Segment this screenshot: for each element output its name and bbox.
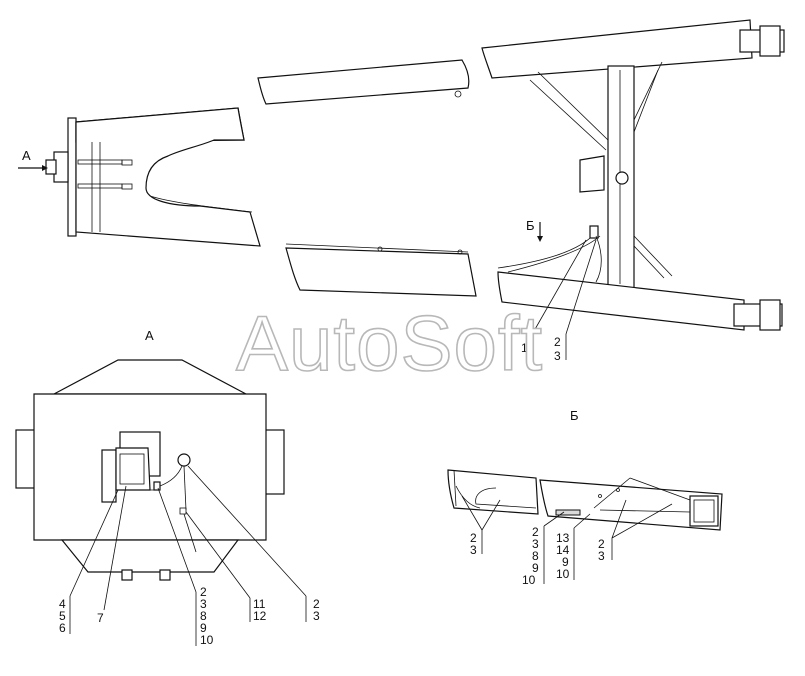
svg-text:12: 12 <box>253 609 267 623</box>
svg-text:2: 2 <box>598 537 605 551</box>
frame-main-view: А Б 1 2 3 <box>18 19 785 363</box>
svg-text:9: 9 <box>562 555 569 569</box>
view-b-title: Б <box>570 408 579 423</box>
upper-rail-right <box>481 19 753 79</box>
front-bracket <box>45 107 261 247</box>
view-a-callout-2-3: 2 3 <box>187 465 320 623</box>
svg-text:7: 7 <box>97 611 104 625</box>
svg-text:А: А <box>22 148 31 163</box>
svg-text:11: 11 <box>253 597 266 611</box>
view-b-callout-2-3-right: 2 3 <box>598 499 673 563</box>
svg-text:2: 2 <box>532 525 539 539</box>
view-a: А 4 5 6 7 <box>15 328 320 647</box>
view-b-callout-13-14-9-10: 13 14 9 10 <box>556 513 591 581</box>
svg-text:6: 6 <box>59 621 66 635</box>
svg-text:13: 13 <box>556 531 570 545</box>
view-a-callout-4-5-6: 4 5 6 <box>59 489 119 635</box>
view-a-callout-2-3-8-9-10: 2 3 8 9 10 <box>157 487 214 647</box>
svg-text:10: 10 <box>200 633 214 647</box>
view-b: Б 2 3 2 3 8 9 10 <box>447 408 723 587</box>
main-callout-2-3: 2 3 <box>554 239 597 363</box>
svg-text:3: 3 <box>470 543 477 557</box>
cross-member <box>529 61 673 289</box>
svg-text:14: 14 <box>556 543 570 557</box>
svg-text:3: 3 <box>532 537 539 551</box>
svg-text:10: 10 <box>522 573 536 587</box>
lower-rail-left <box>285 247 477 297</box>
view-a-arrow: А <box>18 148 48 171</box>
svg-text:8: 8 <box>532 549 539 563</box>
svg-text:10: 10 <box>556 567 570 581</box>
svg-text:9: 9 <box>200 621 207 635</box>
svg-text:3: 3 <box>598 549 605 563</box>
svg-text:Б: Б <box>526 218 535 233</box>
svg-text:4: 4 <box>59 597 66 611</box>
svg-text:1: 1 <box>521 341 528 355</box>
view-b-callout-2-3-8-9-10: 2 3 8 9 10 <box>522 511 565 587</box>
view-b-arrow: Б <box>526 218 543 242</box>
svg-text:2: 2 <box>200 585 207 599</box>
watermark: AutoSoft <box>236 299 543 387</box>
upper-rail-middle <box>257 59 470 105</box>
svg-text:9: 9 <box>532 561 539 575</box>
svg-text:3: 3 <box>554 349 561 363</box>
svg-text:5: 5 <box>59 609 66 623</box>
svg-text:3: 3 <box>313 609 320 623</box>
view-a-callout-11-12: 11 12 <box>185 511 267 623</box>
main-callout-1: 1 <box>521 239 587 355</box>
svg-text:8: 8 <box>200 609 207 623</box>
svg-text:3: 3 <box>200 597 207 611</box>
svg-text:2: 2 <box>313 597 320 611</box>
svg-text:2: 2 <box>554 335 561 349</box>
view-b-callout-2-3-left: 2 3 <box>461 495 501 557</box>
view-a-callout-7: 7 <box>97 485 127 625</box>
view-a-title: А <box>145 328 154 343</box>
svg-text:2: 2 <box>470 531 477 545</box>
